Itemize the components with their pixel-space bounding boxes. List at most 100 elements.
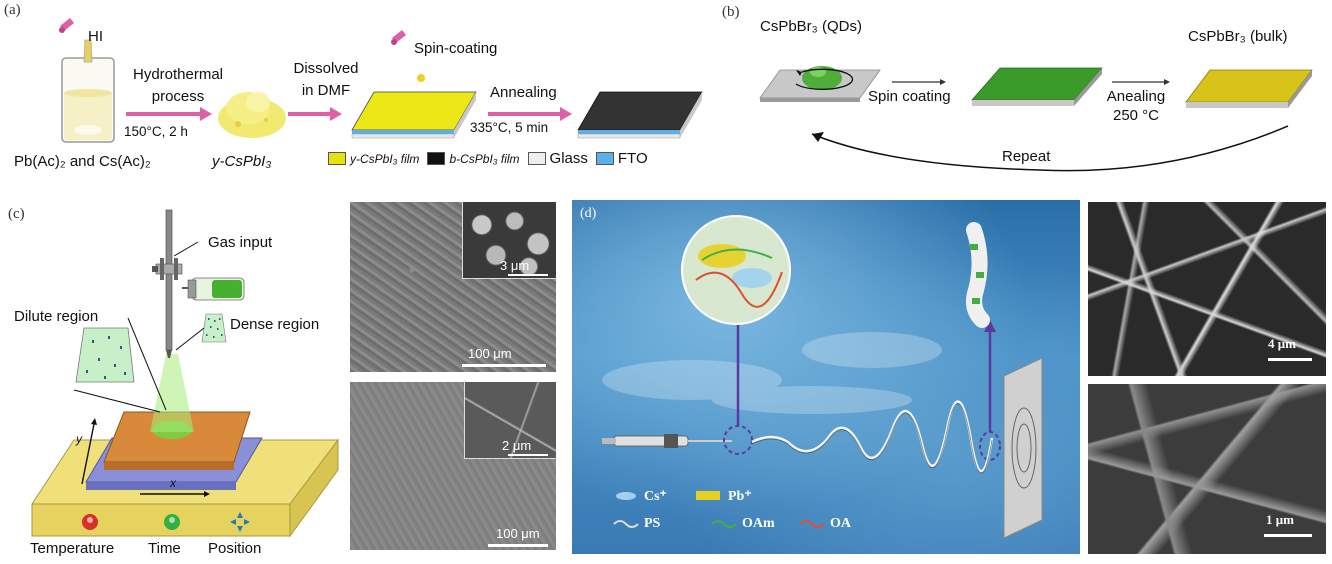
ps-legend-label: PS: [644, 516, 661, 531]
spin-coating-label: Spin-coating: [414, 40, 498, 57]
spin-coating-b-label: Spin coating: [868, 88, 951, 105]
anneal-arrow: [1112, 79, 1170, 85]
dilute-leader-line: [73, 389, 161, 413]
pb-legend-label: Pb⁺: [728, 489, 752, 504]
panel-a-label: (a): [4, 2, 21, 18]
pb-ion-icon: [696, 491, 720, 500]
anneal-temp-label: 250 °C: [1112, 107, 1160, 124]
panel-d-legend-icons: [613, 491, 825, 528]
axis-x-label: x: [170, 476, 176, 490]
legend-swatch: [427, 152, 446, 165]
axis-y-label: y: [76, 432, 82, 446]
beaker-icon: [61, 39, 115, 143]
process-label: process: [151, 88, 205, 105]
legend-swatch: [328, 152, 346, 165]
dilute-region-label: Dilute region: [14, 308, 99, 325]
precursor-label: Pb(Ac)₂ and Cs(Ac)₂: [14, 153, 151, 170]
dilute-leader-line-2: [127, 317, 167, 411]
oam-icon: [711, 520, 737, 528]
dilute-region-icon: [75, 327, 135, 383]
black-film-stack: [577, 91, 703, 139]
dense-leader-line: [175, 327, 205, 351]
spin-arrow: [892, 79, 946, 85]
sem-bottom-d: 1 μm: [1088, 384, 1326, 554]
scale-label: 4 μm: [1268, 336, 1296, 351]
qd-zoom-bubble: [681, 215, 791, 325]
repeat-arrow: [811, 125, 1289, 172]
cs-ion-icon: [616, 492, 636, 500]
panel-b-label: (b): [722, 4, 740, 20]
scale-bar: [1268, 358, 1312, 361]
control-knobs: [82, 512, 250, 532]
temperature-label: Temperature: [30, 540, 115, 557]
inset-scale-label: 2 μm: [502, 438, 532, 453]
process-arrow-2: [288, 107, 342, 121]
scale-bar: [488, 544, 548, 547]
oa-icon: [799, 520, 825, 528]
annealing-label: Annealing: [490, 84, 557, 101]
scale-label: 1 μm: [1266, 512, 1294, 527]
panel-c-label: (c): [8, 206, 25, 222]
dense-region-label: Dense region: [230, 316, 320, 333]
panel-d-label: (d): [580, 206, 597, 221]
panel-a-legend: y-CsPbI₃ film b-CsPbI₃ film Glass FTO: [328, 150, 648, 167]
sem-top-c: 3 μm 100 μm: [350, 202, 556, 372]
spin-dropper-icon: [391, 30, 425, 82]
dissolved-label: Dissolved: [293, 60, 359, 77]
process-arrow-1: [126, 107, 212, 121]
axis-arrows: [81, 418, 210, 497]
qds-label: CsPbBr₃ (QDs): [760, 18, 862, 35]
scale-bar: [462, 364, 546, 367]
scale-bar: [1264, 534, 1312, 537]
precursor-vial: [182, 277, 245, 301]
sem-top-d: 4 μm: [1088, 202, 1326, 376]
powder-label: y-CsPbI₃: [212, 153, 272, 170]
legend-text: y-CsPbI₃ film: [350, 151, 420, 166]
yellow-film: [1185, 69, 1313, 108]
repeat-label: Repeat: [1002, 148, 1051, 165]
collector-plate: [1003, 357, 1043, 539]
fiber-segment: [966, 222, 990, 328]
powder-pile: [218, 92, 286, 138]
panel-b-graphics: [759, 66, 1313, 172]
inset-scale-bar: [508, 274, 548, 276]
inset-scale-label: 3 μm: [500, 258, 530, 273]
yellow-film-stack: [351, 91, 477, 139]
panel-c-graphics: [31, 209, 339, 538]
bulk-label: CsPbBr₃ (bulk): [1188, 28, 1288, 45]
anneal-condition: 335°C, 5 min: [470, 120, 549, 135]
hydro-condition: 150°C, 2 h: [124, 124, 188, 139]
anealing-label: Anealing: [1106, 88, 1166, 105]
oam-legend-label: OAm: [742, 516, 775, 531]
position-icon: [230, 512, 250, 532]
legend-text: Glass: [549, 150, 588, 167]
mist: [602, 332, 942, 414]
process-arrow-3: [488, 107, 572, 121]
legend-text: FTO: [617, 150, 648, 167]
nozzle-assembly: [152, 209, 183, 358]
spray-cone: [150, 354, 194, 432]
dropper-icon: [59, 18, 74, 33]
oa-legend-label: OA: [830, 516, 851, 531]
electrospinning-jet: [751, 400, 994, 473]
dense-region-icon: [201, 313, 227, 343]
gas-input-label: Gas input: [208, 234, 273, 251]
sem-bottom-c: 2 μm 100 μm: [350, 382, 556, 550]
hi-label: HI: [88, 28, 103, 45]
qd-substrate: [759, 66, 881, 102]
sem-top-inset: [462, 202, 556, 279]
position-label: Position: [208, 540, 262, 557]
panel-d: (d): [572, 200, 1080, 554]
scale-label: 100 μm: [496, 526, 540, 541]
sem-bottom-inset: [464, 382, 556, 459]
panel-a-graphics: [59, 18, 703, 143]
cs-legend-label: Cs⁺: [644, 489, 667, 504]
inset-scale-bar: [508, 454, 548, 456]
gas-leader-line: [173, 241, 199, 257]
scale-label: 100 μm: [468, 346, 512, 361]
in-dmf-label: in DMF: [301, 82, 351, 99]
green-film: [971, 67, 1103, 106]
panel-d-graphics: [602, 215, 1043, 539]
legend-swatch: [527, 152, 546, 165]
legend-swatch: [595, 152, 614, 165]
